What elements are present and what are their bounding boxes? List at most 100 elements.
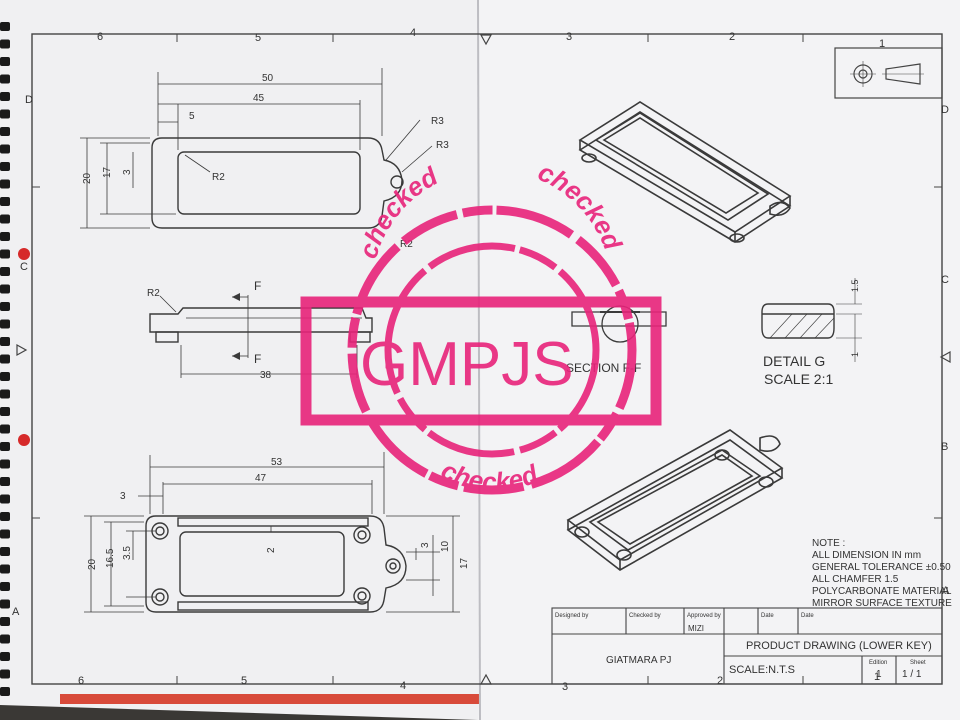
page-fold — [477, 0, 481, 720]
section-arrow-label: F — [254, 352, 261, 366]
zone-labels: 6 5 4 3 2 1 6 5 4 3 2 1 D C A D C B A — [12, 27, 950, 693]
dim-label: R3 — [436, 140, 449, 151]
note-line: ALL DIMENSION IN mm — [812, 550, 921, 561]
binder-ring — [0, 459, 10, 469]
zone-letter: D — [25, 94, 33, 106]
binder-ring — [0, 564, 10, 574]
note-line: POLYCARBONATE MATERIAL — [812, 586, 952, 597]
binder-ring — [0, 634, 10, 644]
binder-ring — [0, 179, 10, 189]
centering-mark — [479, 673, 493, 685]
dim-label: 16.5 — [105, 548, 116, 568]
title-block — [551, 607, 943, 685]
zone-number: 2 — [729, 31, 735, 43]
zone-number: 5 — [255, 32, 261, 44]
red-marker-dot — [18, 434, 30, 446]
zone-number: 4 — [400, 680, 406, 692]
binder-ring — [0, 302, 10, 311]
dim-label: 1.5 — [850, 279, 860, 292]
dim-label: 20 — [87, 558, 98, 570]
dim-label: 3.5 — [122, 546, 133, 560]
binder-ring — [0, 687, 10, 696]
zone-number: 3 — [562, 681, 568, 693]
detail-scale: SCALE 2:1 — [764, 371, 833, 387]
binder-ring — [0, 547, 10, 556]
notes-block: NOTE : ALL DIMENSION IN mm GENERAL TOLER… — [812, 538, 952, 609]
dim-label: 3 — [120, 491, 126, 502]
binder-ring — [0, 599, 10, 609]
zone-letter: A — [942, 585, 950, 597]
zone-letter: A — [12, 606, 20, 618]
zone-letter: B — [941, 441, 948, 453]
centering-mark — [479, 34, 493, 46]
binder-ring — [0, 477, 10, 486]
binder-ring — [0, 652, 10, 661]
dim-label: 5 — [189, 111, 195, 122]
binder-ring — [0, 372, 10, 381]
isometric-top-view — [578, 101, 792, 243]
edition-label: Edition — [869, 660, 887, 666]
binder-ring — [0, 162, 10, 171]
approver-name: MIZI — [688, 624, 704, 633]
zone-number: 2 — [717, 675, 723, 687]
bottom-view: 53 47 3 20 16.5 3.5 2 3 10 17 — [84, 452, 470, 613]
dim-label: 38 — [260, 370, 272, 381]
note-line: GENERAL TOLERANCE ±0.50 — [812, 562, 951, 573]
dim-label: R3 — [431, 116, 444, 127]
dim-label: R2 — [212, 172, 225, 183]
drawing-scale: SCALE:N.T.S — [729, 664, 795, 676]
zone-number: 4 — [410, 27, 416, 39]
dim-label: 3 — [122, 169, 133, 175]
binder-ring — [0, 214, 10, 224]
zone-number: 3 — [566, 31, 572, 43]
designed-by-label: Designed by — [555, 613, 588, 619]
edition-value: 1 — [876, 669, 882, 680]
checked-by-label: Checked by — [629, 613, 661, 619]
binder-ring — [0, 617, 10, 626]
border-zone-ticks — [32, 34, 942, 684]
binder-ring — [0, 267, 10, 276]
binder-ring — [0, 22, 10, 31]
binder-ring — [0, 424, 10, 434]
note-line: ALL CHAMFER 1.5 — [812, 574, 899, 585]
dim-label: 47 — [255, 473, 267, 484]
zone-letter: D — [941, 104, 949, 116]
zone-number: 1 — [874, 671, 880, 683]
binder-ring — [0, 582, 10, 591]
binder-ring — [0, 407, 10, 416]
binder-ring — [0, 354, 10, 364]
zone-number: 6 — [97, 31, 103, 43]
detail-view — [761, 278, 862, 362]
projection-symbol — [834, 47, 943, 99]
top-view: 50 45 5 R3 R3 20 17 3 R2 R2 — [80, 68, 449, 250]
binder-ring — [0, 197, 10, 206]
dim-label: 17 — [459, 557, 470, 569]
dim-label: 10 — [440, 540, 451, 552]
stamp-main-text: GMPJS — [360, 330, 574, 399]
isometric-bottom-view — [566, 429, 784, 571]
binder-ring — [0, 249, 10, 259]
binder-ring — [0, 144, 10, 154]
binder-ring — [0, 284, 10, 294]
zone-letter: C — [20, 261, 28, 273]
dim-label: 53 — [271, 457, 283, 468]
zone-number: 6 — [78, 675, 84, 687]
binder-ring — [0, 669, 10, 679]
approved-by-label: Approved by — [687, 613, 721, 619]
binder-ring — [0, 92, 10, 101]
centering-mark — [16, 343, 28, 357]
dim-label: 50 — [262, 73, 274, 84]
binder-ring — [0, 389, 10, 399]
dim-label: 1 — [850, 352, 860, 357]
drawing-title: PRODUCT DRAWING (LOWER KEY) — [746, 640, 932, 652]
binder-ring — [0, 512, 10, 521]
red-marker-dot — [18, 248, 30, 260]
sheet-value: 1 / 1 — [902, 669, 922, 680]
binder-ring — [0, 337, 10, 346]
binder-ring — [0, 529, 10, 539]
dim-label: 2 — [266, 547, 277, 553]
red-cover-edge — [60, 694, 480, 704]
dim-label: R2 — [147, 288, 160, 299]
dim-label: 20 — [82, 172, 93, 184]
